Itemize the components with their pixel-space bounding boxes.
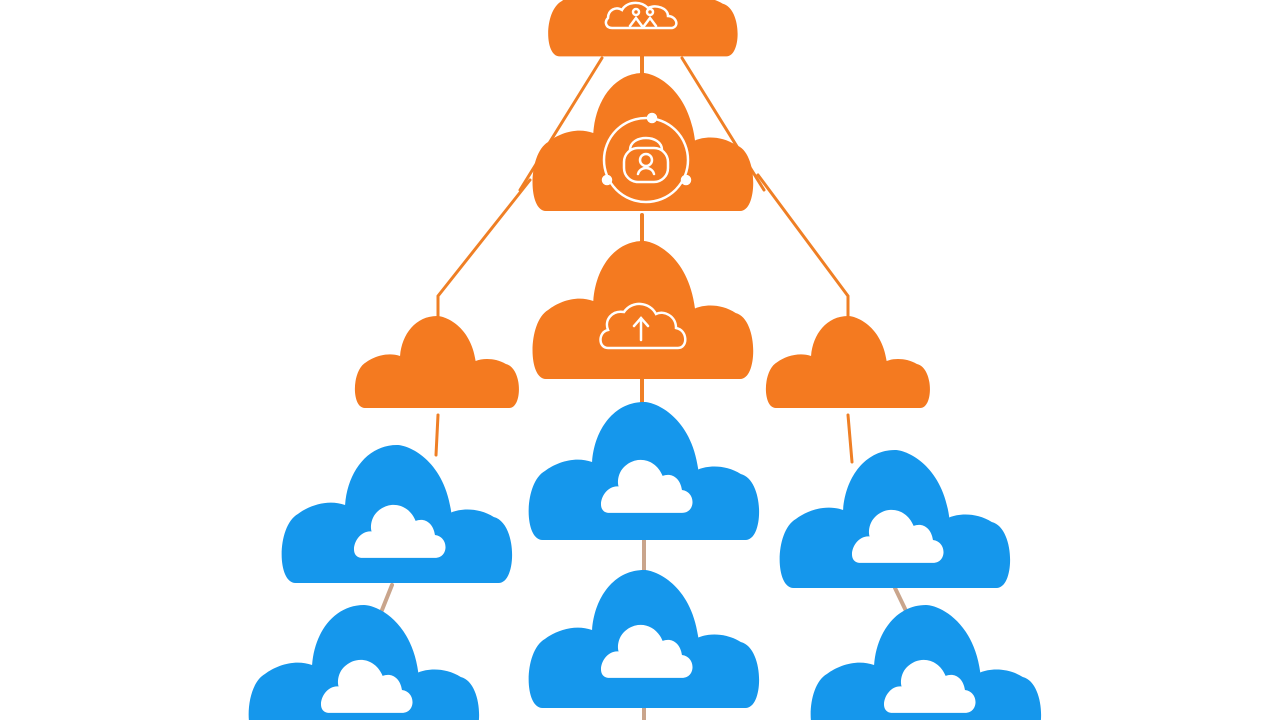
- left-orange-cloud: [354, 316, 519, 408]
- mid-cloud: [532, 241, 754, 379]
- right-orange-cloud: [765, 316, 930, 408]
- connector-left-to-blue-left: [434, 413, 440, 457]
- security-person-icon: [601, 112, 692, 204]
- connector-left-branch: [436, 178, 532, 332]
- connector-right-branch: [756, 173, 850, 332]
- connected-people-icon: [604, 1, 678, 30]
- connector-lines: [378, 53, 910, 720]
- cloud-upload-icon: [599, 302, 687, 350]
- connector-top-to-left-branch: [518, 56, 604, 192]
- connector-blue-left-stack: [378, 583, 394, 617]
- center-cloud: [532, 73, 754, 211]
- cloud-nodes: [248, 0, 1042, 720]
- connector-right-to-blue-right: [846, 413, 854, 464]
